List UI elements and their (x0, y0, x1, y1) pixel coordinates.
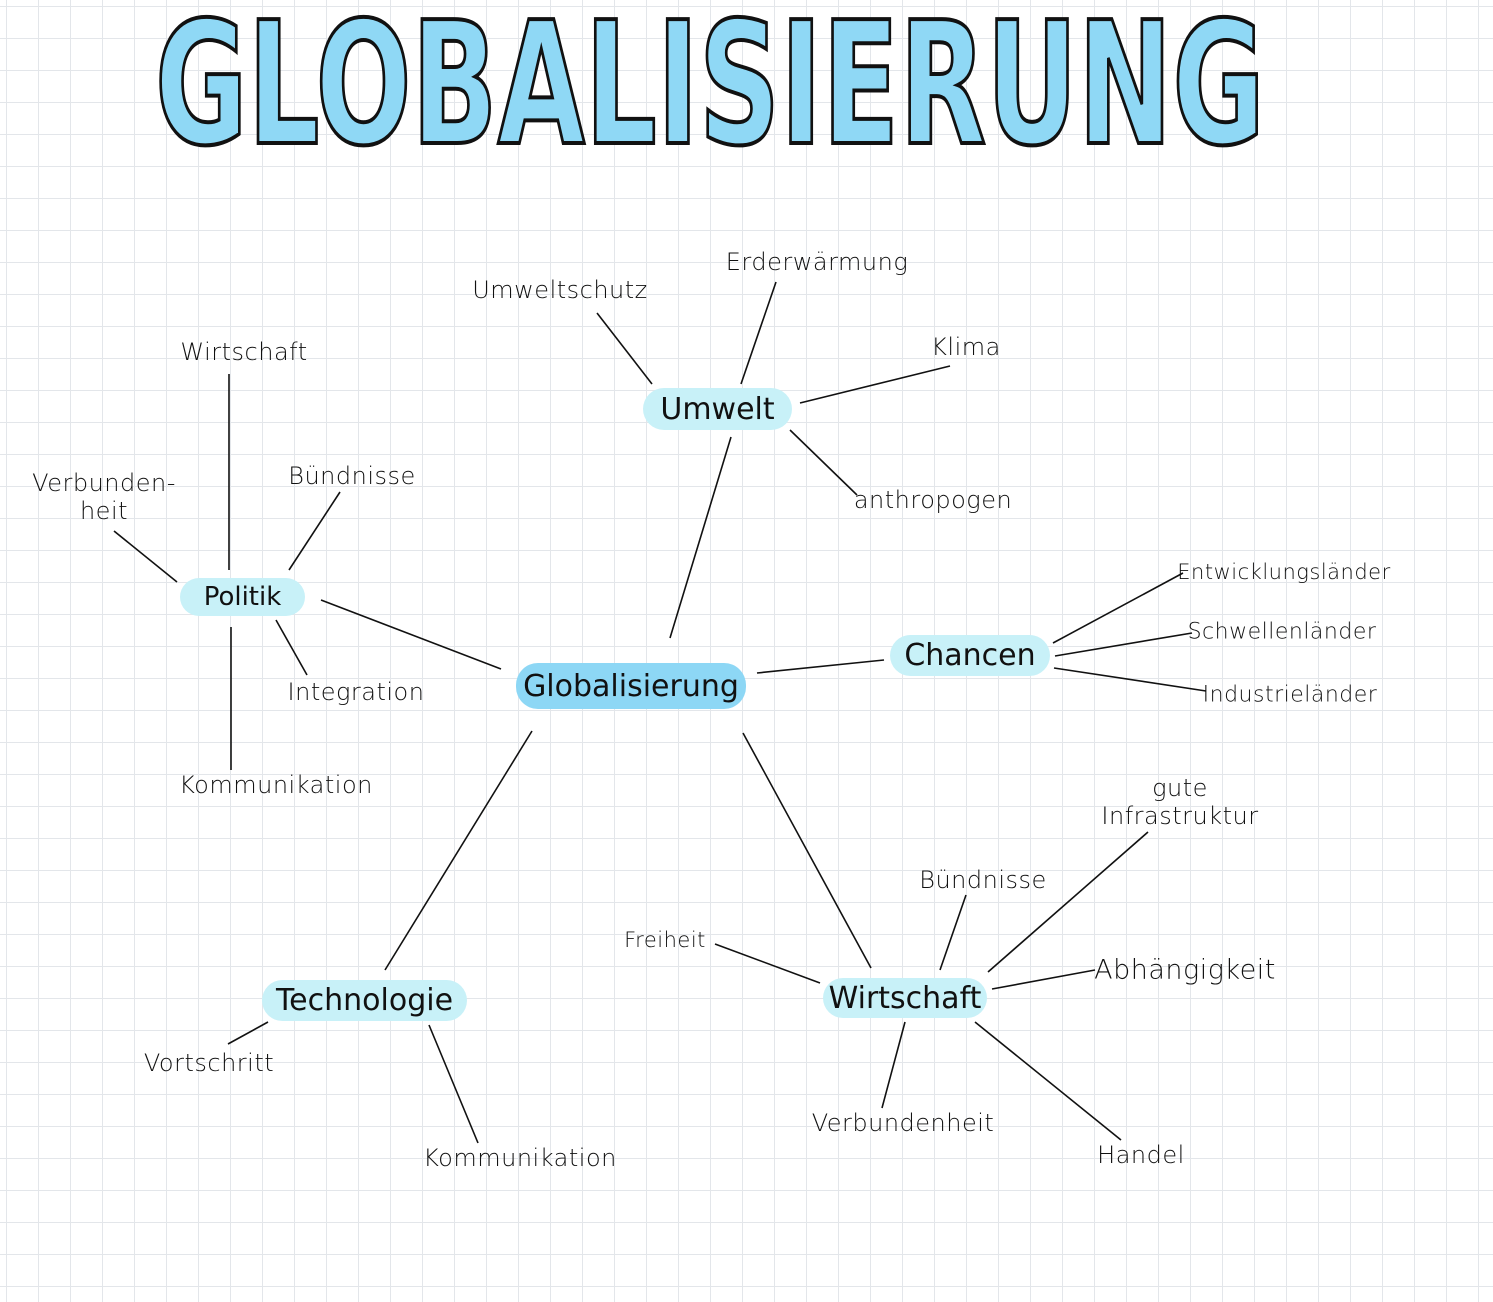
branch-node-chancen: Chancen (890, 635, 1050, 676)
leaf-anthropogen: anthropogen (853, 486, 1013, 514)
center-node: Globalisierung (516, 663, 746, 709)
connector (939, 894, 967, 971)
connector (1053, 667, 1207, 692)
connector (275, 619, 308, 676)
connector (669, 436, 732, 639)
leaf-industrielaender: Industrieländer (1202, 682, 1378, 708)
leaf-buendnisse: Bündnisse (288, 462, 416, 490)
connector (1052, 572, 1184, 644)
branch-node-politik: Politik (180, 578, 305, 616)
leaf-schwellenlaender: Schwellenländer (1187, 619, 1377, 645)
connector (1054, 632, 1193, 657)
connector (113, 530, 178, 583)
connector (789, 429, 858, 496)
connector (987, 831, 1149, 973)
leaf-erderwaermung: Erderwärmung (725, 248, 909, 276)
connector (320, 599, 502, 670)
connector (384, 730, 533, 971)
connector (974, 1021, 1122, 1141)
leaf-wirtschaft: Wirtschaft (180, 338, 308, 366)
connector (288, 491, 341, 571)
leaf-umweltschutz: Umweltschutz (472, 276, 648, 304)
connector (742, 732, 872, 969)
connector (714, 943, 821, 984)
leaf-entwicklungslaender: Entwicklungsländer (1177, 560, 1391, 584)
branch-node-technologie: Technologie (262, 980, 467, 1021)
branch-node-wirtschaft: Wirtschaft (823, 978, 987, 1018)
connector (799, 365, 951, 404)
title: GLOBALISIERUNG (155, 0, 1265, 184)
connector (227, 1021, 269, 1045)
connector (596, 312, 653, 385)
connector (740, 281, 777, 385)
connector (881, 1021, 906, 1109)
connector (756, 659, 885, 674)
connector (991, 969, 1096, 990)
branch-node-umwelt: Umwelt (643, 388, 792, 430)
leaf-freiheit: Freiheit (624, 928, 706, 952)
leaf-handel: Handel (1097, 1141, 1185, 1169)
leaf-gute-infrastruktur: gute Infrastruktur (1101, 774, 1259, 830)
leaf-verbundenheit: Verbundenheit (811, 1109, 995, 1137)
leaf-buendnisse: Bündnisse (919, 866, 1047, 894)
leaf-kommunikation: Kommunikation (179, 771, 373, 799)
leaf-integration: Integration (287, 678, 425, 706)
leaf-kommunikation: Kommunikation (423, 1144, 617, 1172)
leaf-vortschritt: Vortschritt (143, 1049, 275, 1077)
leaf-abhaengigkeit: Abhängigkeit (1094, 954, 1276, 986)
leaf-klima: Klima (931, 333, 1001, 361)
leaf-verbundenheit: Verbunden- heit (32, 469, 176, 525)
connector (428, 1024, 479, 1144)
